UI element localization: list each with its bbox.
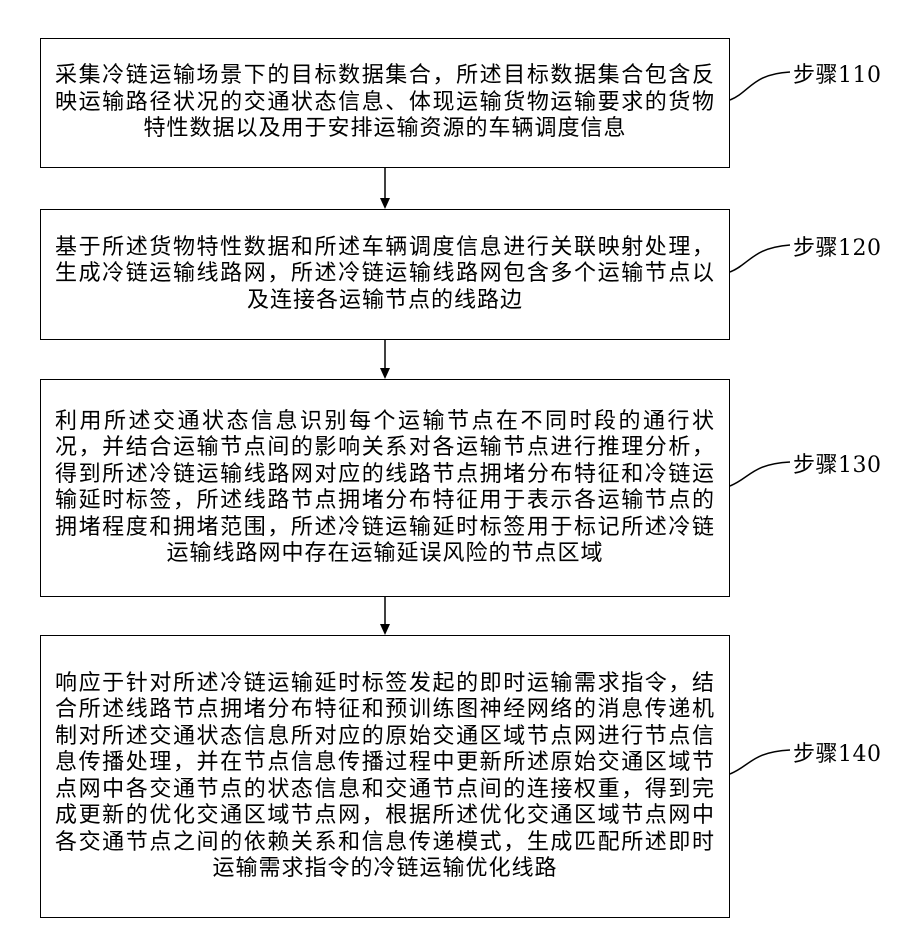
step-130-text: 利用所述交通状态信息识别每个运输节点在不同时段的通行状况，并结合运输节点间的影响… <box>55 409 715 568</box>
step-140-label: 步骤140 <box>793 736 882 768</box>
flow-arrow-110-120 <box>380 168 390 209</box>
step-120-box: 基于所述货物特性数据和所述车辆调度信息进行关联映射处理，生成冷链运输线路网，所述… <box>40 209 730 340</box>
step-110-label: 步骤110 <box>793 57 882 89</box>
leader-line-110 <box>730 72 790 100</box>
step-110-text: 采集冷链运输场景下的目标数据集合，所述目标数据集合包含反映运输路径状况的交通状态… <box>55 63 715 143</box>
step-130-label: 步骤130 <box>793 447 882 479</box>
step-130-box: 利用所述交通状态信息识别每个运输节点在不同时段的通行状况，并结合运输节点间的影响… <box>40 379 730 597</box>
leader-line-120 <box>730 245 790 272</box>
flow-arrow-130-140 <box>380 597 390 635</box>
step-120-text: 基于所述货物特性数据和所述车辆调度信息进行关联映射处理，生成冷链运输线路网，所述… <box>55 235 715 315</box>
step-140-box: 响应于针对所述冷链运输延时标签发起的即时运输需求指令，结合所述线路节点拥堵分布特… <box>40 635 730 918</box>
leader-line-130 <box>730 462 790 486</box>
leader-line-140 <box>730 750 790 774</box>
flow-arrow-120-130 <box>380 340 390 379</box>
step-120-label: 步骤120 <box>793 230 882 262</box>
step-140-text: 响应于针对所述冷链运输延时标签发起的即时运输需求指令，结合所述线路节点拥堵分布特… <box>55 671 715 883</box>
step-110-box: 采集冷链运输场景下的目标数据集合，所述目标数据集合包含反映运输路径状况的交通状态… <box>40 38 730 168</box>
